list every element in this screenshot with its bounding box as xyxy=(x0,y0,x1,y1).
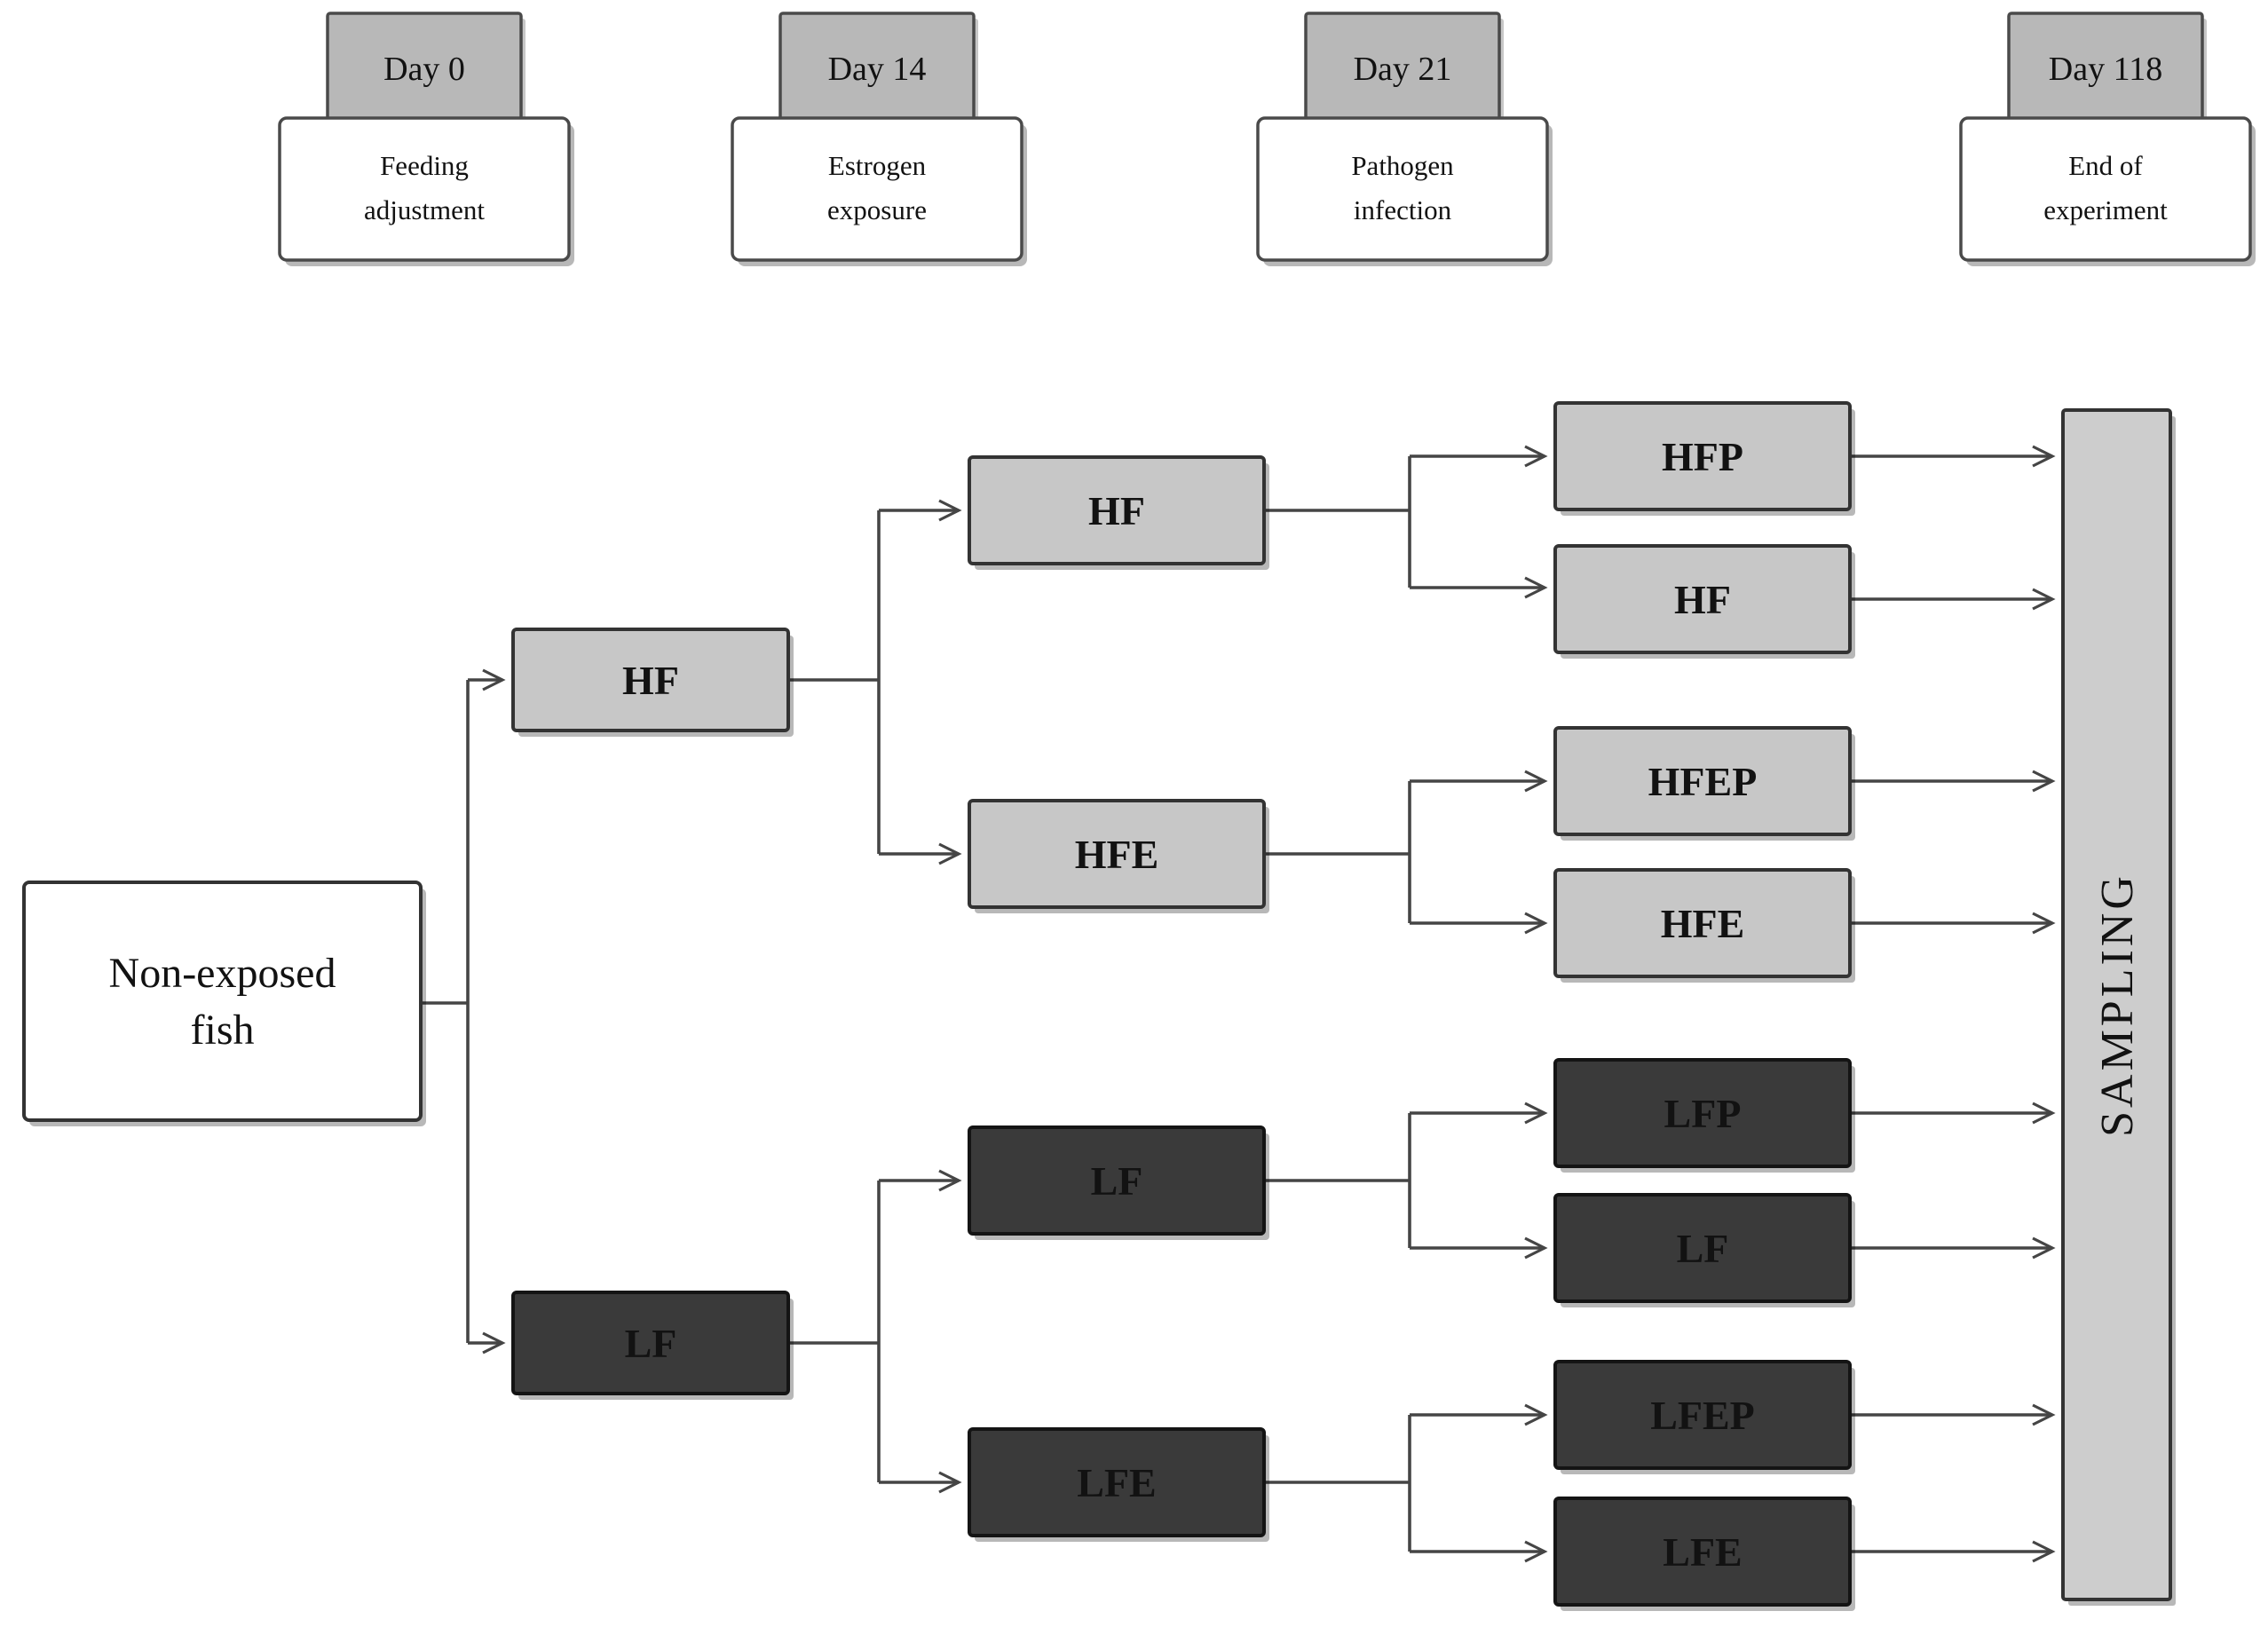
node-label: LFE xyxy=(1077,1460,1156,1505)
box-face xyxy=(1553,868,1852,978)
node-hfp: HFP xyxy=(1553,401,1855,516)
box-face xyxy=(1553,1193,1852,1303)
event-line: Estrogen xyxy=(828,150,927,181)
node-hfe2: HFE xyxy=(968,799,1269,913)
timeline-item-day21: Day 21 Pathogen infection xyxy=(1256,12,1553,266)
day-label: Day 21 xyxy=(1354,51,1452,88)
node-label: LFE xyxy=(1663,1529,1742,1575)
day-label: Day 0 xyxy=(383,51,465,88)
node-label: LF xyxy=(1677,1226,1729,1271)
box-face xyxy=(22,881,423,1122)
node-label: HFEP xyxy=(1648,759,1758,804)
box-face xyxy=(968,455,1266,565)
node-lf2: LF xyxy=(968,1125,1269,1240)
day-label: Day 118 xyxy=(2049,51,2162,88)
box-face xyxy=(968,1427,1266,1537)
node-label: HF xyxy=(1088,488,1145,533)
box-face xyxy=(1553,401,1852,511)
node-hf3: HF xyxy=(1553,544,1855,659)
box-face xyxy=(1959,116,2252,262)
box-face xyxy=(731,116,1023,262)
root-node-label: Non-exposed xyxy=(109,950,336,997)
box-face xyxy=(1553,726,1852,836)
sampling-label: SAMPLING xyxy=(2092,873,2143,1137)
event-line: infection xyxy=(1354,194,1452,225)
box-face xyxy=(2061,408,2172,1601)
connector-lines xyxy=(421,445,2056,1563)
node-label: HFP xyxy=(1662,434,1743,479)
node-lfe3: LFE xyxy=(1553,1497,1855,1611)
box-face xyxy=(1553,1058,1852,1168)
event-line: End of xyxy=(2068,150,2143,181)
day-label: Day 14 xyxy=(828,51,927,88)
sampling-bar: SAMPLING xyxy=(2061,408,2176,1606)
node-label: HFE xyxy=(1075,832,1159,877)
node-label: LF xyxy=(625,1321,677,1366)
node-lfe2: LFE xyxy=(968,1427,1269,1542)
box-face xyxy=(511,1291,790,1395)
box-face xyxy=(278,116,571,262)
node-hf1: HF xyxy=(511,628,794,737)
event-line: Feeding xyxy=(380,150,469,181)
node-lf3: LF xyxy=(1553,1193,1855,1307)
event-line: adjustment xyxy=(364,194,485,225)
box-face xyxy=(968,799,1266,909)
node-label: HF xyxy=(1674,577,1731,622)
timeline-item-day14: Day 14 Estrogen exposure xyxy=(731,12,1027,266)
box-face xyxy=(968,1125,1266,1236)
node-label: LF xyxy=(1091,1158,1143,1204)
event-line: Pathogen xyxy=(1351,150,1454,181)
event-line: exposure xyxy=(827,194,927,225)
box-face xyxy=(1553,1497,1852,1607)
node-label: LFP xyxy=(1664,1091,1742,1136)
node-label: LFEP xyxy=(1650,1393,1755,1438)
box-face xyxy=(511,628,790,732)
box-face xyxy=(1553,1360,1852,1470)
node-hfep: HFEP xyxy=(1553,726,1855,841)
event-line: experiment xyxy=(2043,194,2168,225)
box-face xyxy=(1256,116,1549,262)
timeline-item-day0: Day 0 Feeding adjustment xyxy=(278,12,574,266)
node-hf2: HF xyxy=(968,455,1269,570)
node-label: HF xyxy=(622,658,679,703)
node-lf1: LF xyxy=(511,1291,794,1400)
box-face xyxy=(1553,544,1852,654)
root-node: Non-exposed fish xyxy=(22,881,426,1126)
root-node-label: fish xyxy=(191,1007,255,1054)
node-hfe3: HFE xyxy=(1553,868,1855,983)
node-lfp: LFP xyxy=(1553,1058,1855,1173)
node-lfep: LFEP xyxy=(1553,1360,1855,1474)
node-label: HFE xyxy=(1661,901,1745,946)
